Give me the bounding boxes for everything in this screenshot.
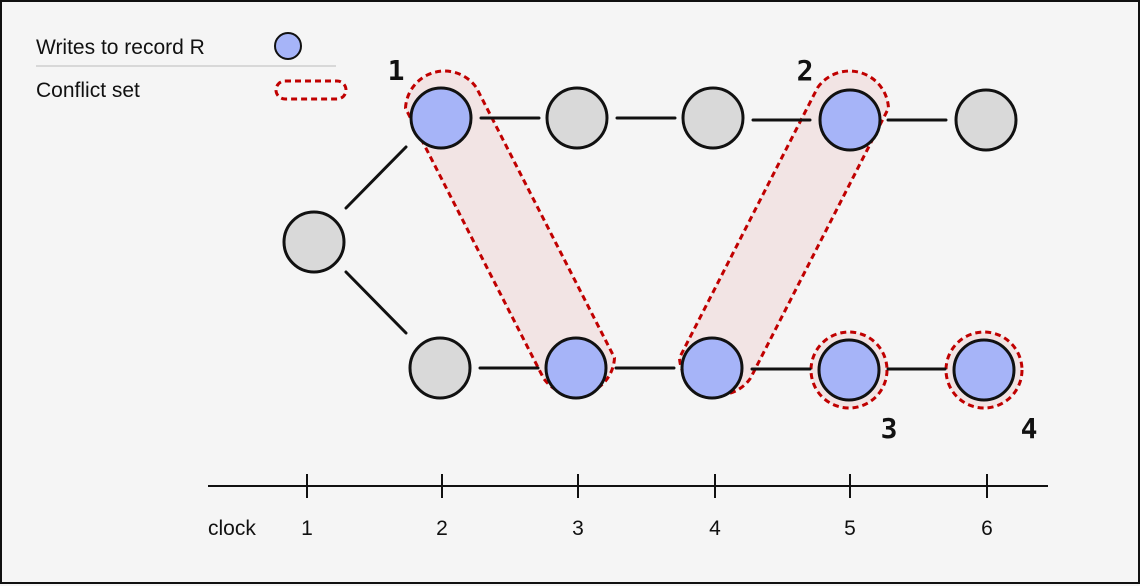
legend-conflict-swatch — [274, 79, 348, 101]
legend-writes-label: Writes to record R — [36, 36, 205, 59]
node-b4-write — [680, 336, 744, 400]
nodes — [282, 86, 1018, 402]
node-a5-write — [818, 88, 882, 152]
node-a3 — [545, 86, 609, 150]
conflict-set-1 — [403, 69, 617, 397]
node-a2-write — [409, 86, 473, 150]
conflict-set-2 — [677, 69, 891, 397]
edge-root-a2 — [344, 145, 408, 210]
node-a6 — [954, 88, 1018, 152]
node-b3-write — [544, 336, 608, 400]
conflict-label-1: 1 — [388, 54, 405, 87]
axis-tick-label-4: 4 — [709, 517, 721, 540]
axis-tick-label-6: 6 — [981, 517, 993, 540]
node-a4 — [681, 86, 745, 150]
conflict-outline-1 — [403, 69, 617, 397]
edge-root-b2 — [344, 270, 408, 335]
axis-tick-label-5: 5 — [844, 517, 856, 540]
axis-tick-label-3: 3 — [572, 517, 584, 540]
legend-conflict-label: Conflict set — [36, 79, 140, 102]
node-b5-write — [817, 338, 881, 402]
conflict-label-2: 2 — [797, 54, 814, 87]
edges — [344, 116, 948, 371]
legend-write-swatch — [274, 32, 302, 60]
clock-axis: clock 1 2 3 4 5 6 — [208, 474, 1048, 540]
node-b6-write — [952, 338, 1016, 402]
legend: Writes to record R Conflict set — [36, 32, 348, 102]
axis-label: clock — [208, 517, 256, 540]
node-root — [282, 210, 346, 274]
conflict-labels: 1 2 3 4 — [388, 54, 1038, 445]
conflict-label-3: 3 — [881, 412, 898, 445]
axis-tick-label-2: 2 — [436, 517, 448, 540]
node-b2 — [408, 336, 472, 400]
conflict-outline-2 — [677, 69, 891, 397]
axis-tick-label-1: 1 — [301, 517, 313, 540]
conflict-label-4: 4 — [1021, 412, 1038, 445]
